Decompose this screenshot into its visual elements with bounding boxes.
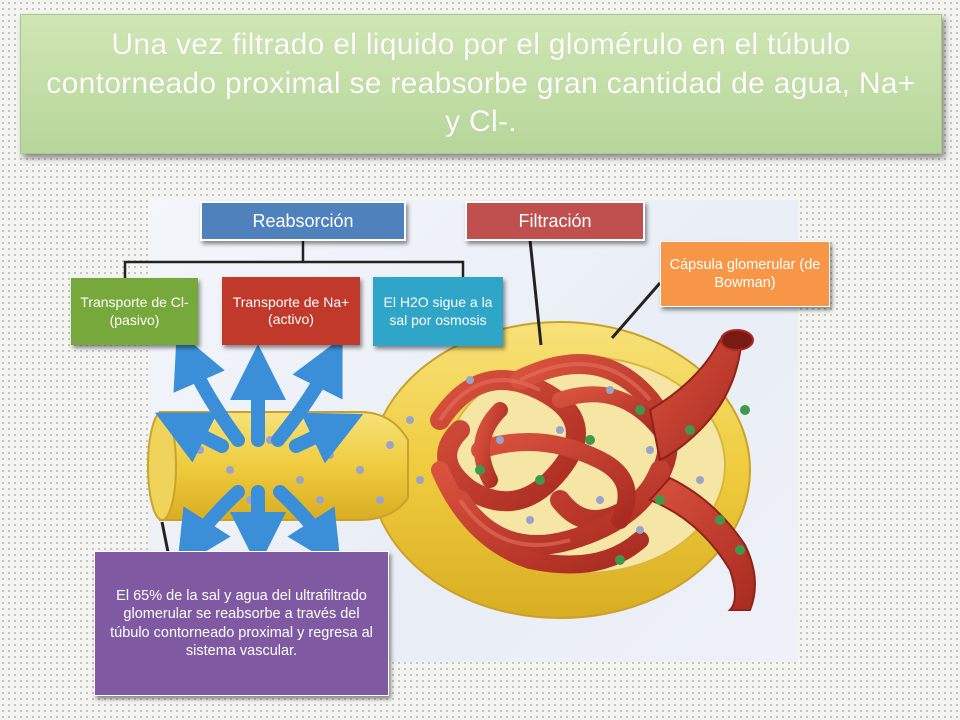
reabsorption-arrows bbox=[154, 330, 364, 569]
capsula-glomerular-box: Cápsula glomerular (de Bowman) bbox=[660, 241, 830, 307]
slide-title: Una vez filtrado el liquido por el glomé… bbox=[46, 28, 916, 139]
summary-box: El 65% de la sal y agua del ultrafiltrad… bbox=[94, 551, 389, 696]
afferent-arteriole bbox=[648, 330, 744, 462]
solute-particles-green bbox=[475, 405, 750, 565]
capsula-pointer bbox=[610, 282, 662, 339]
filtracion-label: Filtración bbox=[465, 201, 645, 241]
summary-pointer bbox=[160, 521, 170, 553]
na-transport-box: Transporte de Na+ (activo) bbox=[222, 277, 360, 345]
reabsorcion-bracket bbox=[123, 260, 465, 278]
title-banner: Una vez filtrado el liquido por el glomé… bbox=[20, 14, 942, 154]
filtracion-pointer bbox=[528, 239, 543, 346]
efferent-arteriole bbox=[648, 476, 756, 611]
cl-transport-box: Transporte de Cl- (pasivo) bbox=[71, 278, 198, 345]
tubule-opening bbox=[147, 411, 177, 521]
h2o-osmosis-box: El H2O sigue a la sal por osmosis bbox=[373, 277, 503, 346]
reabsorcion-label: Reabsorción bbox=[200, 201, 406, 241]
vessel-opening bbox=[720, 329, 754, 351]
